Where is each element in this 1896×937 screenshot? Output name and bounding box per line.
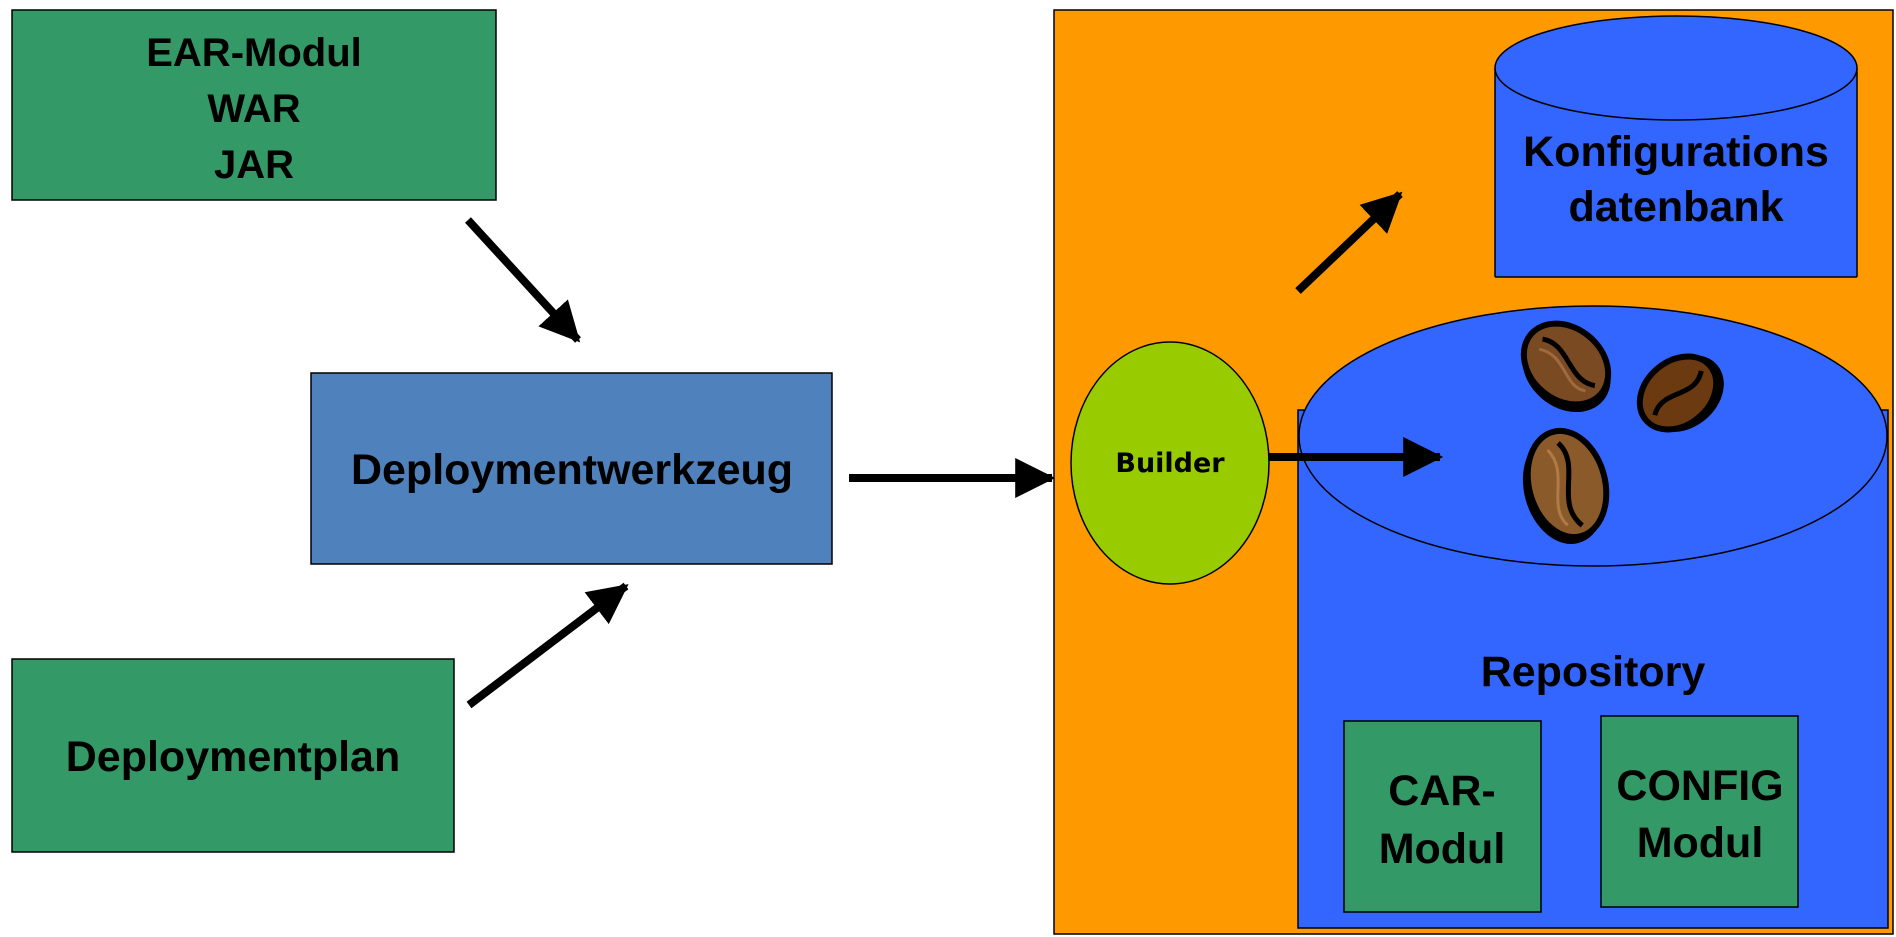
config-db-label-line1: Konfigurations [1523,128,1829,176]
config-modul-label-line2: Modul [1637,819,1764,867]
config-database-cylinder: Konfigurations datenbank [1494,15,1858,278]
coffee-bean-icon [1636,353,1724,433]
arrow-to-config-db [1295,191,1403,294]
config-modul-label-line1: CONFIG [1616,762,1783,810]
builder-node: Builder [1070,341,1270,585]
war-label: WAR [207,87,300,131]
arrow-plan-to-tool [466,582,629,709]
jar-label: JAR [214,143,294,187]
deploymentwerkzeug-label: Deploymentwerkzeug [351,446,793,494]
deploymentplan-box: Deploymentplan [11,658,455,853]
ear-label: EAR-Modul [146,31,362,75]
builder-label: Builder [1115,448,1225,479]
arrow-ear-to-tool [465,217,581,343]
car-modul-label-line1: CAR- [1388,767,1495,815]
coffee-bean-icon [1522,427,1610,544]
config-modul-box: CONFIG Modul [1600,715,1799,908]
car-modul-label-line2: Modul [1379,825,1506,873]
coffee-bean-icon [1520,320,1612,413]
config-db-label-line2: datenbank [1568,183,1783,231]
car-modul-box: CAR- Modul [1343,720,1542,913]
ear-war-jar-box: EAR-Modul WAR JAR [11,9,497,201]
repository-label: Repository [1481,648,1706,696]
deploymentwerkzeug-box: Deploymentwerkzeug [310,372,833,565]
deploymentplan-label: Deploymentplan [66,733,401,781]
